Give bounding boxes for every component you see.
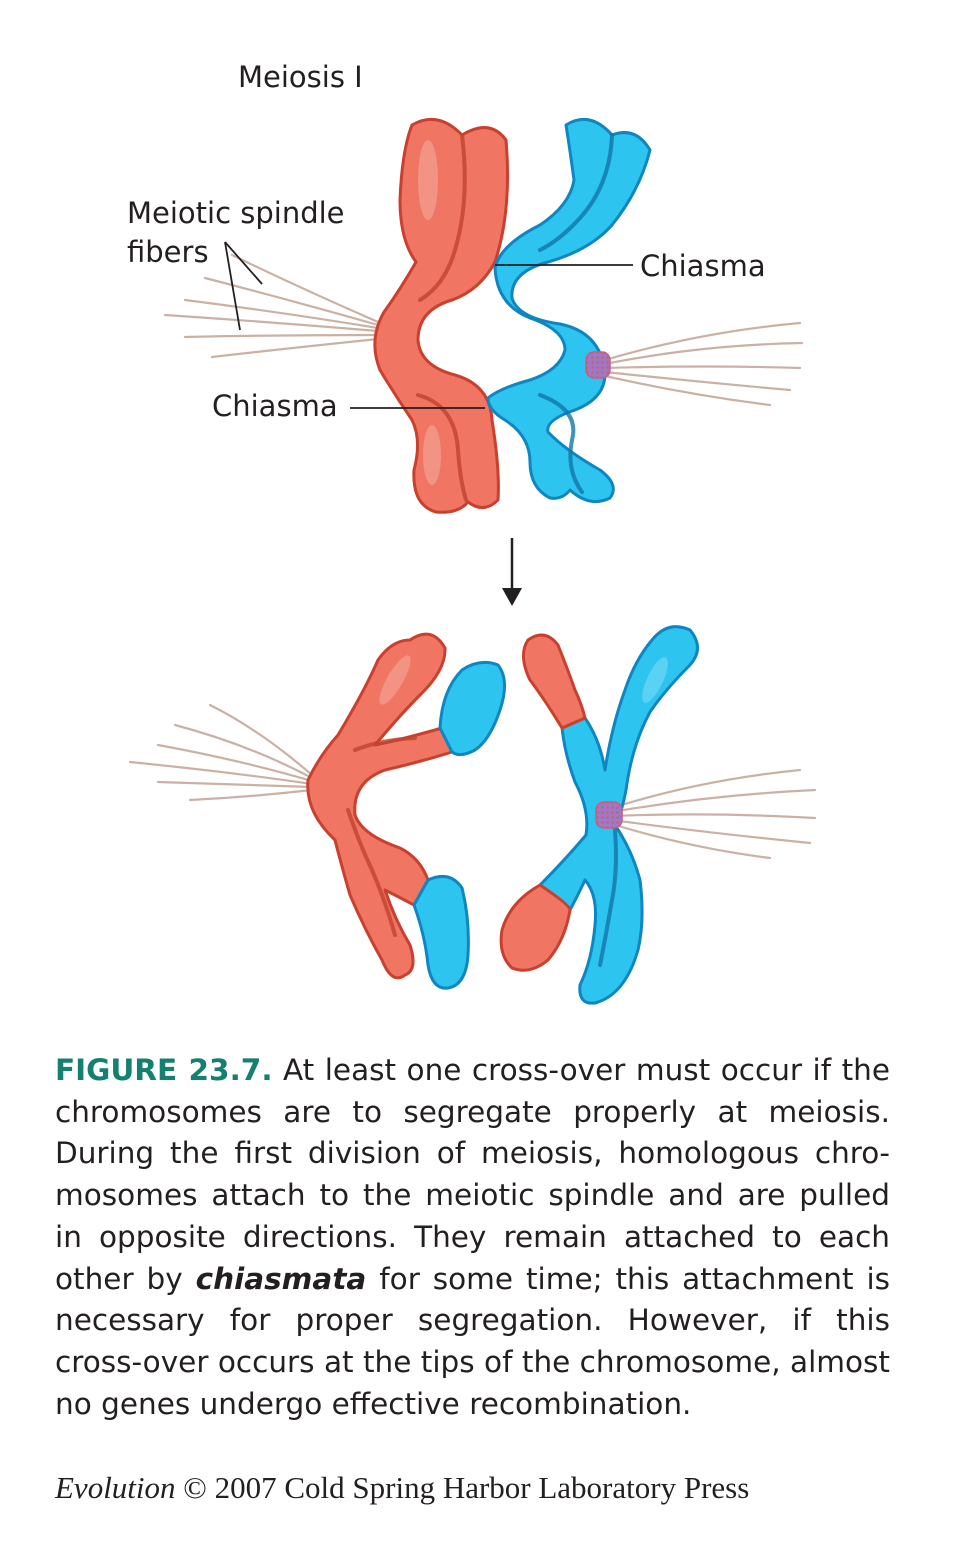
bottom-kinetochore	[595, 801, 623, 829]
diagram-title: Meiosis I	[238, 60, 363, 94]
credit-rest: © 2007 Cold Spring Harbor Laboratory Pre…	[175, 1470, 750, 1505]
caption-text-before: At least one cross-over must occur if th…	[55, 1053, 890, 1296]
chiasma-label-top: Chiasma	[640, 249, 766, 283]
spindle-label-line2: fibers	[127, 235, 209, 269]
bottom-left-blue-segments	[412, 660, 506, 990]
spindle-leader-lines	[224, 241, 263, 331]
bottom-right-red-segments	[499, 633, 587, 972]
spindle-label-line1: Meiotic spindle	[127, 196, 345, 230]
bottom-spindle-fibers-right	[610, 768, 817, 860]
top-spindle-fibers-left	[163, 253, 380, 359]
copyright-credit: Evolution © 2007 Cold Spring Harbor Labo…	[55, 1470, 749, 1506]
arrow-down-icon	[502, 538, 522, 606]
chiasma-label-bottom: Chiasma	[212, 389, 338, 423]
figure-caption: FIGURE 23.7. At least one cross-over mus…	[55, 1050, 890, 1425]
caption-text-after: for some time; this attachment is necess…	[55, 1261, 891, 1421]
bottom-left-red-chromosome	[306, 632, 454, 980]
meiosis-diagram: Meiosis I Meiotic spindle fibers	[127, 60, 817, 1005]
figure-label: FIGURE 23.7.	[55, 1053, 273, 1087]
credit-book-title: Evolution	[55, 1470, 176, 1505]
top-red-chromosome	[373, 117, 510, 514]
top-blue-chromosome	[486, 117, 652, 504]
top-kinetochore	[585, 351, 611, 379]
caption-emphasis: chiasmata	[195, 1261, 367, 1296]
top-spindle-fibers-right	[603, 321, 804, 407]
bottom-spindle-fibers-left	[128, 703, 314, 802]
